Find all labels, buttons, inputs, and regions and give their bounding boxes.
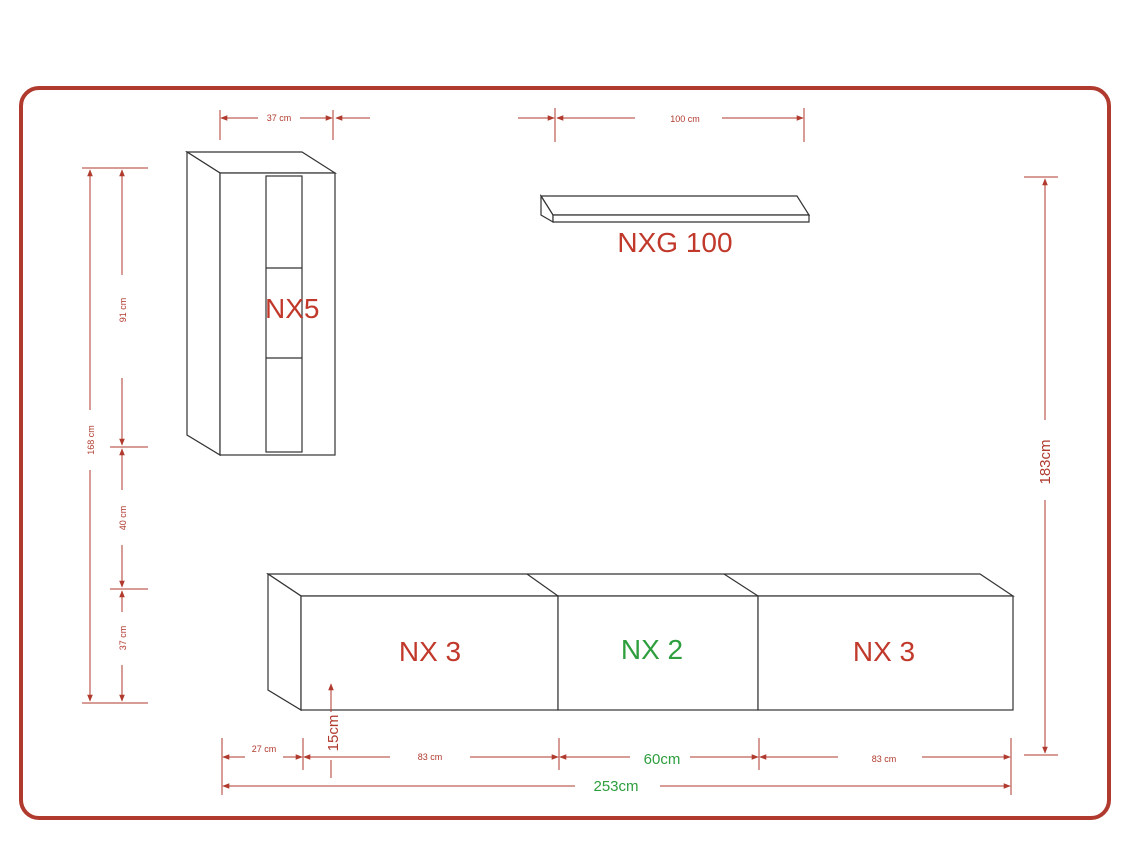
bottom-width-dimensions xyxy=(221,738,1012,795)
overall-height-text: 183cm xyxy=(1037,439,1054,484)
center-module-width-text: 60cm xyxy=(644,751,681,768)
diagram-frame xyxy=(19,86,1111,820)
overall-width-text: 253cm xyxy=(593,778,638,795)
total-left-height-text: 168 cm xyxy=(86,425,96,455)
right-module-width-text: 83 cm xyxy=(872,754,897,764)
shelf-width-text: 100 cm xyxy=(670,114,700,124)
low-units xyxy=(266,572,1015,712)
wall-cabinet xyxy=(184,150,338,457)
wall-shelf xyxy=(539,193,811,224)
overall-height-dimension xyxy=(1024,176,1058,756)
cabinet-width-dimension xyxy=(219,110,370,140)
gap-height-text: 40 cm xyxy=(118,506,128,531)
cabinet-width-text: 37 cm xyxy=(267,113,292,123)
shelf-width-dimension xyxy=(518,108,805,142)
left-height-dimensions xyxy=(82,167,148,704)
floor-gap-text: 15cm xyxy=(325,715,342,752)
low-right-label: NX 3 xyxy=(853,636,915,667)
low-center-label: NX 2 xyxy=(621,634,683,665)
cabinet-height-text: 91 cm xyxy=(118,298,128,323)
low-height-text: 37 cm xyxy=(118,626,128,651)
left-module-width-text: 83 cm xyxy=(418,752,443,762)
low-left-label: NX 3 xyxy=(399,636,461,667)
wall-cabinet-label: NX5 xyxy=(265,293,319,324)
shelf-label: NXG 100 xyxy=(617,227,732,258)
low-depth-text: 27 cm xyxy=(252,744,277,754)
